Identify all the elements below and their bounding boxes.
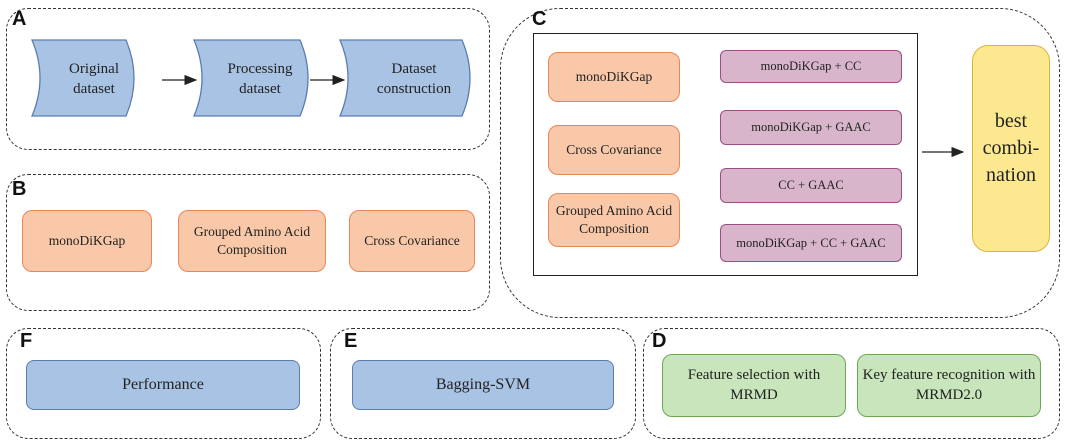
panel-c: [500, 8, 1060, 318]
performance-box: Performance: [26, 360, 300, 410]
combo-monodikgap-cc: monoDiKGap + CC: [720, 50, 902, 83]
panel-f: [6, 328, 321, 439]
feature-gaac: Grouped Amino Acid Composition: [178, 210, 326, 272]
panel-d: [643, 328, 1060, 439]
cylinder-processing-dataset: [193, 39, 309, 117]
feature-cross-covariance: Cross Covariance: [349, 210, 475, 272]
panel-a: [6, 8, 490, 150]
cylinder-dataset-construction: [339, 39, 471, 117]
panel-c-label: C: [532, 8, 547, 30]
panel-b: [6, 174, 490, 311]
combo-cc-gaac: CC + GAAC: [720, 168, 902, 203]
panel-f-label: F: [20, 330, 33, 352]
panel-a-label: A: [12, 8, 27, 30]
panel-e: [330, 328, 636, 439]
best-combination: best combi-nation: [972, 45, 1050, 252]
best-combination-label: best combi-nation: [982, 110, 1040, 186]
key-feature-recognition-mrmd2: Key feature recognition with MRMD2.0: [857, 354, 1041, 417]
step-dataset-construction: Dataset construction: [376, 60, 452, 97]
bagging-svm-box: Bagging-SVM: [352, 360, 614, 410]
c-input-cross-covariance: Cross Covariance: [548, 125, 680, 175]
feature-selection-mrmd: Feature selection with MRMD: [662, 354, 846, 417]
c-input-gaac: Grouped Amino Acid Composition: [548, 193, 680, 247]
panel-d-label: D: [652, 330, 667, 352]
cylinder-original-dataset: [31, 39, 135, 117]
combo-monodikgap-gaac: monoDiKGap + GAAC: [720, 110, 902, 145]
c-input-monodikgap: monoDiKGap: [548, 52, 680, 102]
combo-all-three: monoDiKGap + CC + GAAC: [720, 224, 902, 262]
step-original-dataset: Original dataset: [69, 60, 119, 97]
feature-monodikgap: monoDiKGap: [22, 210, 152, 272]
panel-b-label: B: [12, 178, 27, 200]
step-processing-dataset: Processing dataset: [227, 60, 293, 97]
panel-e-label: E: [344, 330, 358, 352]
